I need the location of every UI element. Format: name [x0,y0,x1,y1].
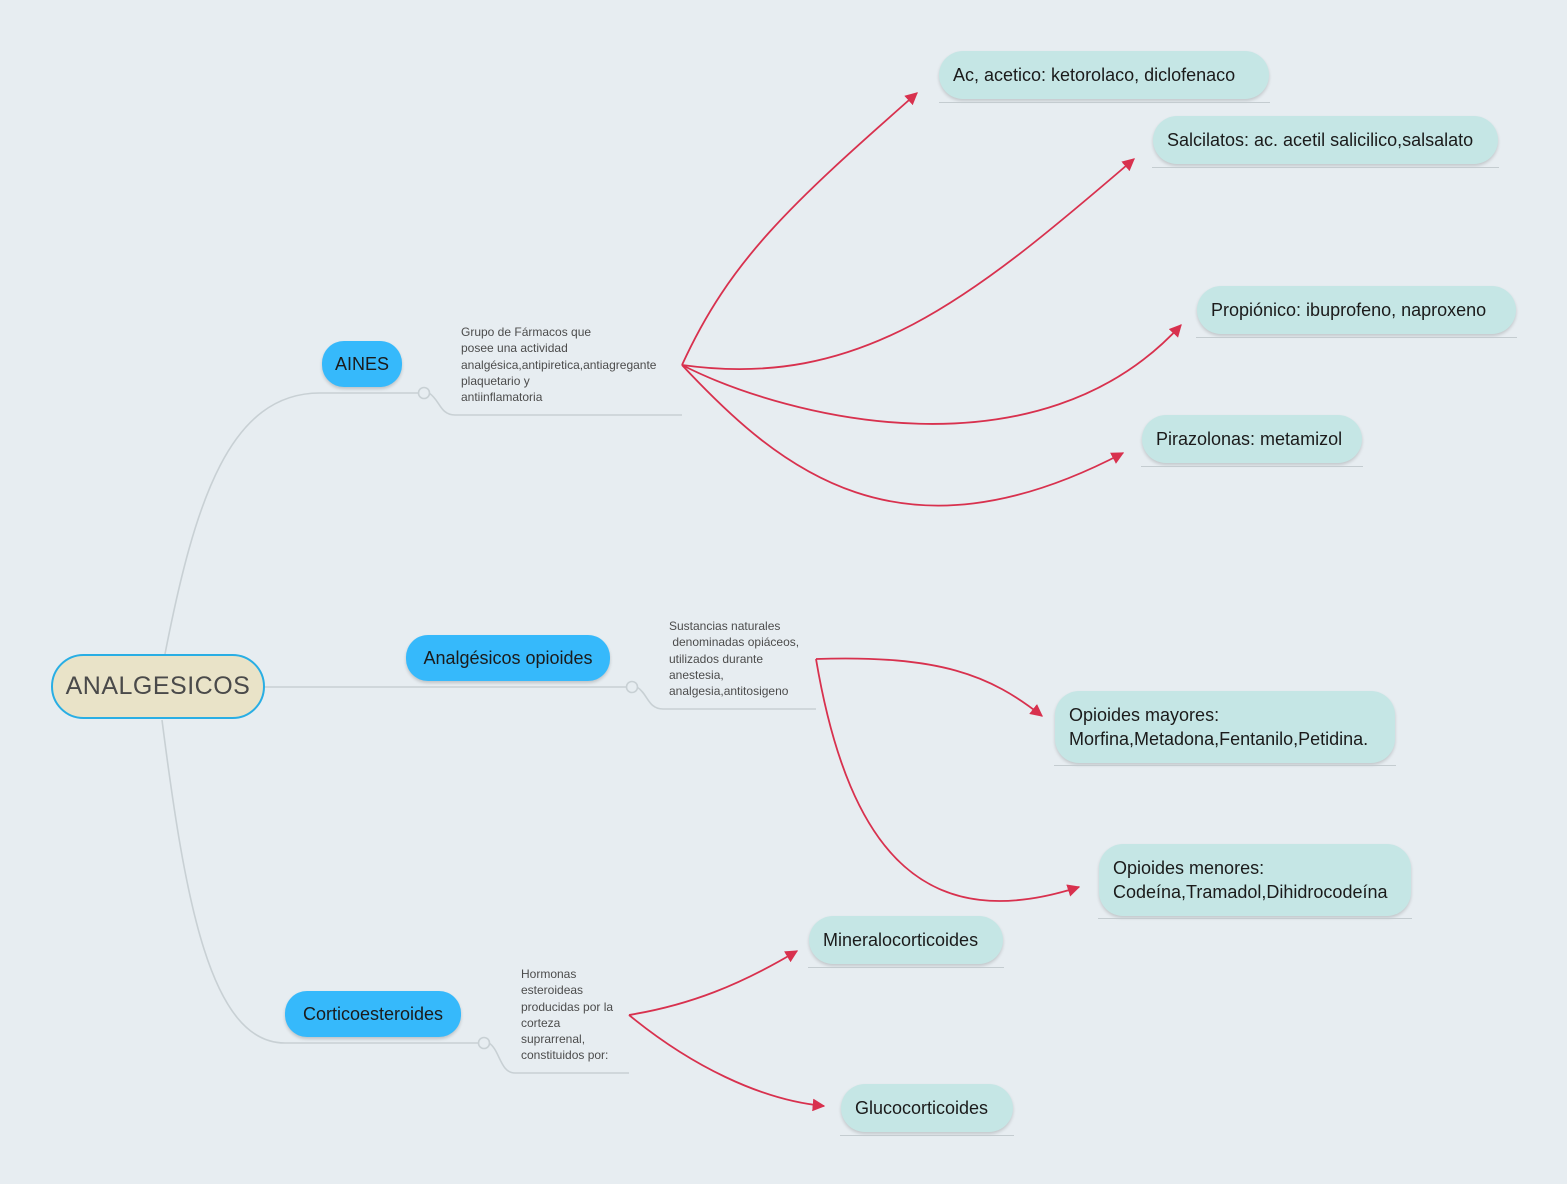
topic-opioides-menores-underline [1098,918,1412,919]
arrow-aines-acetico [681,92,918,366]
branch-opioides-label: Analgésicos opioides [423,647,593,668]
topic-acetico-underline [939,102,1270,103]
topic-mineralocorticoides[interactable]: Mineralocorticoides [809,916,1003,964]
topic-propionico-label: Propiónico: ibuprofeno, naproxeno [1211,299,1487,320]
topic-glucocorticoides[interactable]: Glucocorticoides [841,1084,1013,1132]
branch-corticoesteroides[interactable]: Corticoesteroides [285,991,461,1037]
branch-aines-label: AINES [334,353,390,374]
note-opioides: Sustancias naturales denominadas opiáceo… [669,619,800,699]
root-topic[interactable]: ANALGESICOS [51,654,265,719]
topic-opioides-mayores[interactable]: Opioides mayores: Morfina,Metadona,Fenta… [1055,691,1395,763]
note-corticoesteroides: Hormonas esteroideas producidas por la c… [521,967,614,1063]
topic-pirazolonas-label: Pirazolonas: metamizol [1156,428,1343,449]
branch-opioides[interactable]: Analgésicos opioides [406,635,610,681]
topic-opioides-menores-label: Opioides menores: Codeína,Tramadol,Dihid… [1113,858,1388,902]
topic-salicilatos-label: Salcilatos: ac. acetil salicilico,salsal… [1167,129,1474,150]
arrow-cortico-gluco [628,1014,826,1112]
connector-opioides-note [636,686,816,710]
collapse-handle-corticoesteroides[interactable] [477,1036,491,1050]
topic-glucocorticoides-underline [840,1135,1014,1136]
topic-mineralocorticoides-label: Mineralocorticoides [823,929,979,950]
topic-opioides-mayores-label: Opioides mayores: Morfina,Metadona,Fenta… [1069,705,1369,749]
arrow-opioides-mayores [815,657,1043,717]
arrow-cortico-mineralo [628,950,799,1016]
collapse-handle-aines[interactable] [417,386,431,400]
topic-salicilatos[interactable]: Salcilatos: ac. acetil salicilico,salsal… [1153,116,1498,164]
topic-pirazolonas[interactable]: Pirazolonas: metamizol [1142,415,1362,463]
topic-opioides-mayores-underline [1054,765,1396,766]
branch-aines[interactable]: AINES [322,341,402,387]
arrow-aines-salicilatos [681,158,1135,371]
topic-salicilatos-underline [1152,167,1499,168]
topic-mineralocorticoides-underline [808,967,1004,968]
connector-root-corticoesteroides [161,719,480,1044]
root-topic-label: ANALGESICOS [65,672,251,700]
topic-propionico-underline [1196,337,1517,338]
collapse-handle-opioides[interactable] [625,680,639,694]
arrow-aines-propionico [681,324,1182,425]
connector-root-aines [164,392,420,655]
topic-acetico-label: Ac, acetico: ketorolaco, diclofenaco [953,64,1236,85]
branch-corticoesteroides-label: Corticoesteroides [302,1003,444,1024]
arrow-aines-pirazolonas [681,364,1125,507]
topic-propionico[interactable]: Propiónico: ibuprofeno, naproxeno [1197,286,1516,334]
topic-pirazolonas-underline [1141,466,1363,467]
arrow-opioides-menores [815,658,1081,902]
topic-acetico[interactable]: Ac, acetico: ketorolaco, diclofenaco [939,51,1269,99]
topic-opioides-menores[interactable]: Opioides menores: Codeína,Tramadol,Dihid… [1099,844,1411,916]
connector-corticoesteroides-note [488,1042,629,1074]
connector-aines-note [428,392,682,416]
note-aines: Grupo de Fármacos que posee una activida… [461,325,657,405]
topic-glucocorticoides-label: Glucocorticoides [855,1097,989,1118]
